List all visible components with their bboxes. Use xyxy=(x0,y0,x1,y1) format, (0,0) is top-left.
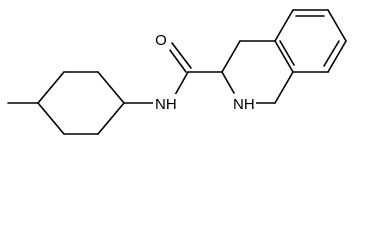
bond-cyclohexane-4 xyxy=(97,102,125,135)
tetrahydroisoquinoline-group xyxy=(221,9,347,104)
bond-c7-c8 xyxy=(327,40,347,73)
bond-c4a-c5 xyxy=(274,9,294,42)
bond-aromatic-inner-2 xyxy=(323,40,340,67)
bond-c3-ring-nitrogen xyxy=(221,71,235,94)
bond-carbonyl-double-a xyxy=(166,45,187,73)
amide-group xyxy=(123,42,223,104)
bond-carbonyl-double-b xyxy=(171,42,192,69)
bond-c6-c7 xyxy=(327,9,347,42)
ring-nitrogen-label: NH xyxy=(233,96,255,113)
bond-cyclohexane-6 xyxy=(37,102,65,135)
bond-nitrogen-carbonyl xyxy=(174,71,189,96)
atom-label-ring-nitrogen: NH xyxy=(231,94,256,113)
bond-cyclohexane-3 xyxy=(97,71,125,104)
molecule-structure: O NH NH xyxy=(7,9,347,135)
atom-label-oxygen: O xyxy=(152,30,170,50)
bond-c3-c4 xyxy=(221,40,241,73)
atom-label-amide-nitrogen: NH xyxy=(153,94,178,113)
methylcyclohexyl-group xyxy=(7,71,125,135)
bond-cyclohexane-1 xyxy=(37,71,65,104)
bond-c1-c8a xyxy=(274,71,294,104)
bond-aromatic-inner-3 xyxy=(279,40,295,66)
bond-c4a-c8a xyxy=(274,40,294,73)
amide-nitrogen-label: NH xyxy=(155,96,177,113)
oxygen-label: O xyxy=(155,32,167,49)
